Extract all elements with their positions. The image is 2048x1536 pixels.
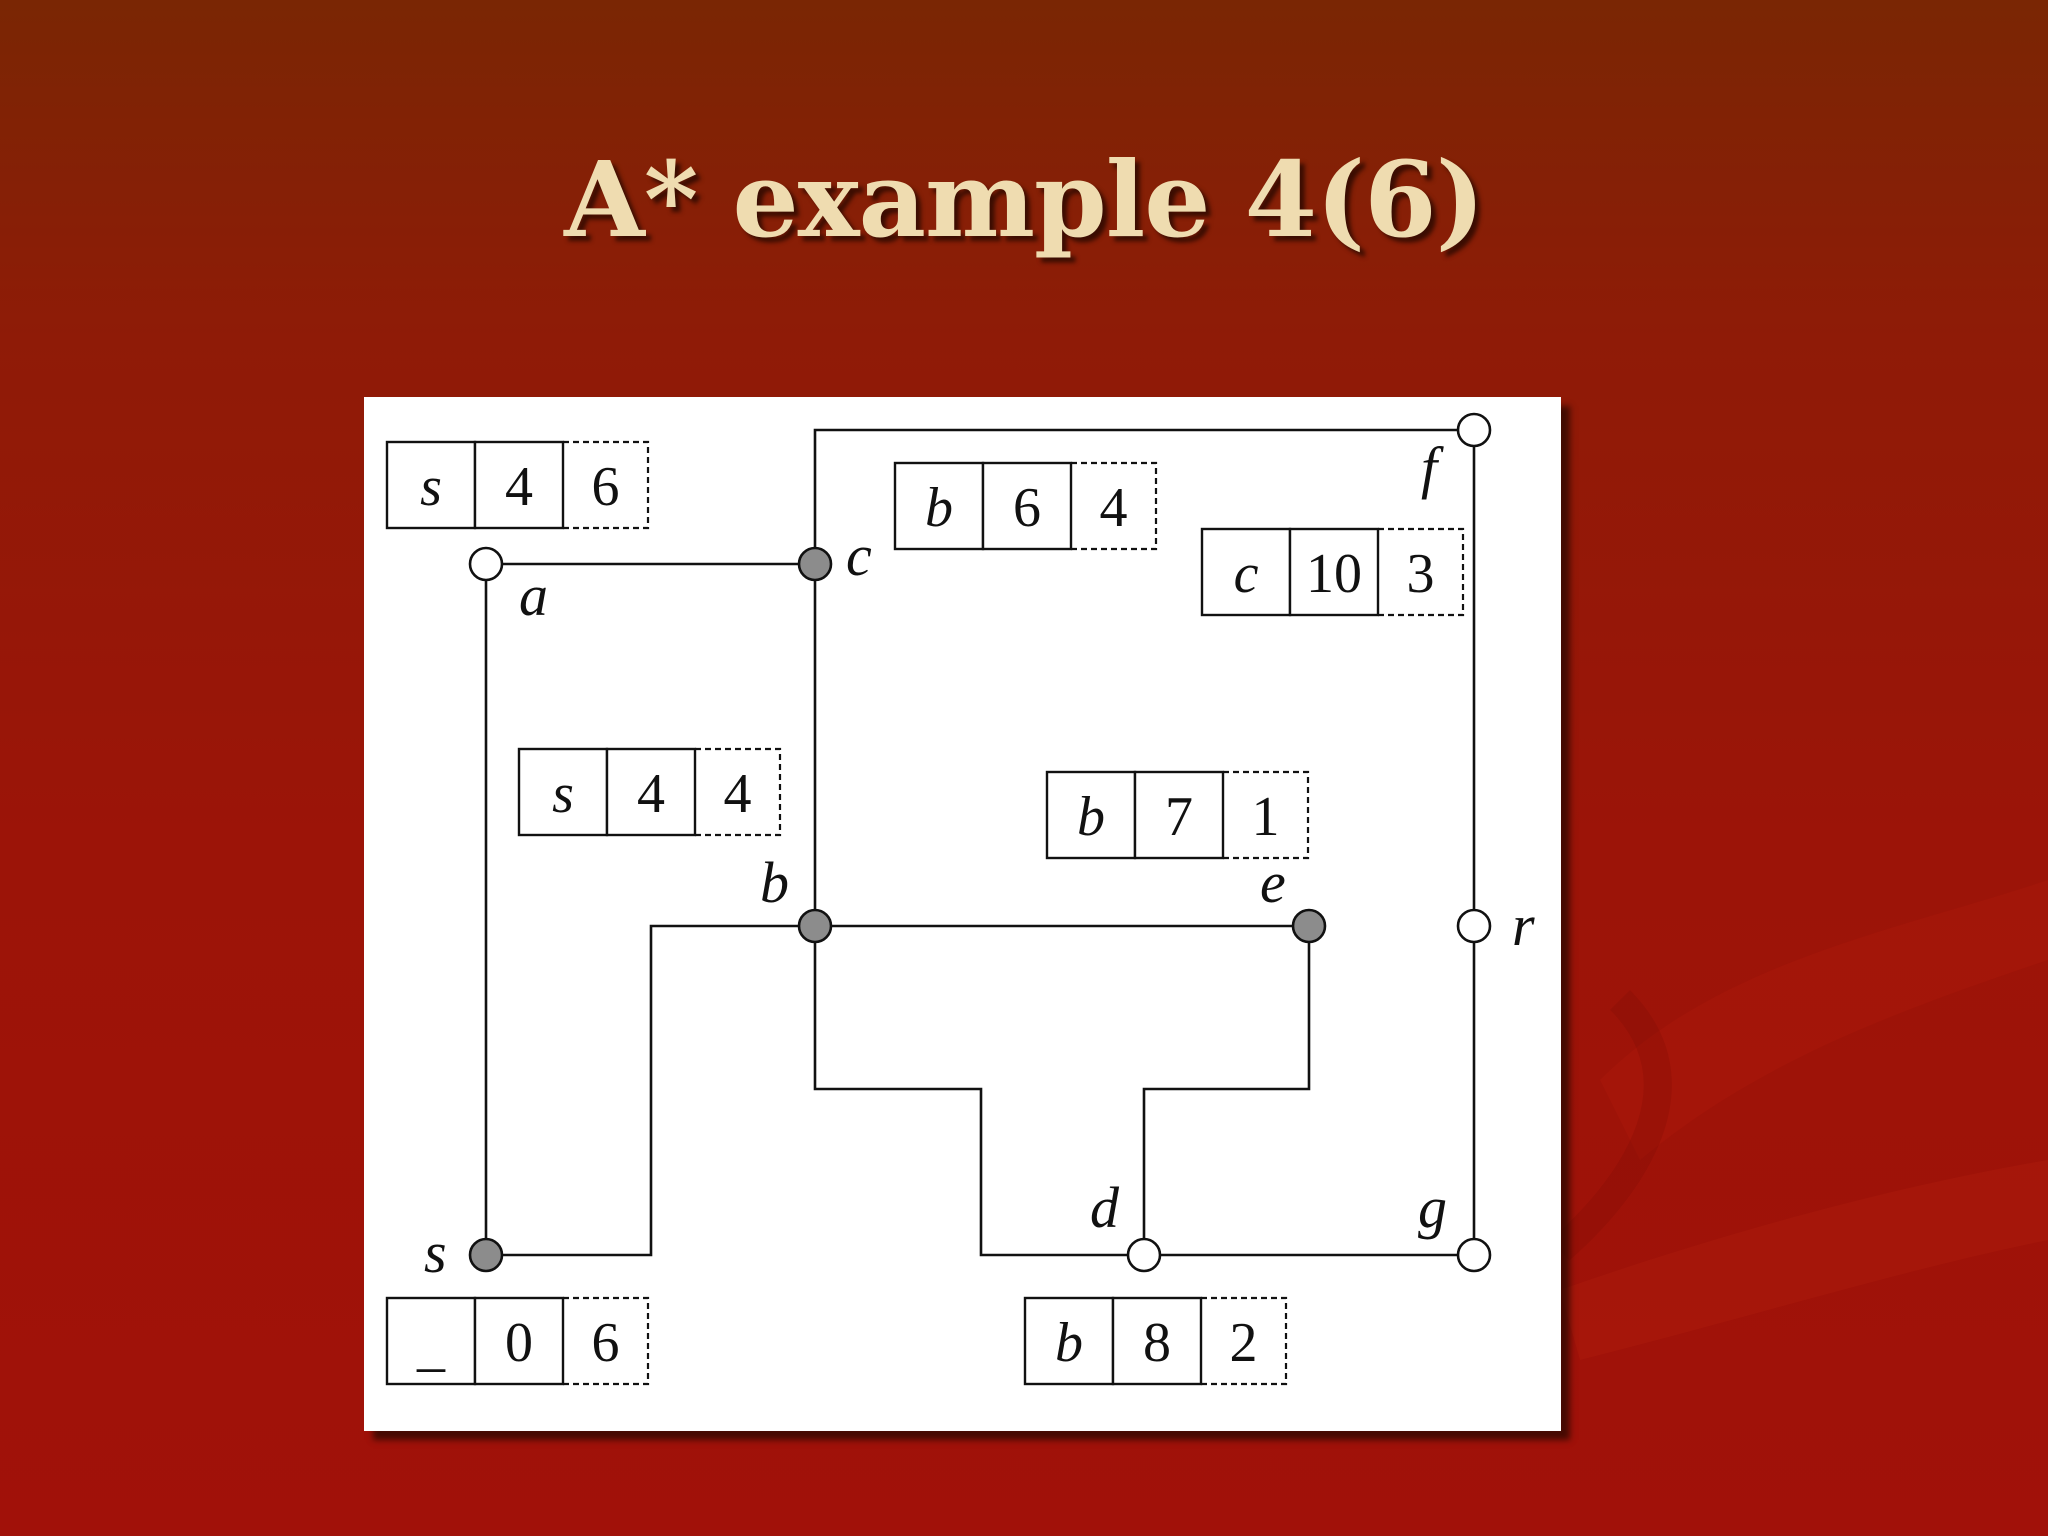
record-g-text: 4 <box>505 456 533 518</box>
edge-s-b <box>486 924 815 1257</box>
node-s <box>468 1237 504 1273</box>
node-label-g: g <box>1418 1175 1447 1240</box>
record-g-cell <box>981 461 1073 551</box>
node-e <box>1291 908 1327 944</box>
record-h-text: 2 <box>1230 1312 1258 1374</box>
slide-title: A* example 4(6) <box>564 138 1485 261</box>
record-g-text: 10 <box>1306 543 1362 605</box>
node-label-a: a <box>519 563 548 628</box>
record-h-cell <box>695 747 782 837</box>
record-h-cell <box>563 440 650 530</box>
node-c <box>797 546 833 582</box>
record-h-cell <box>1201 1296 1288 1386</box>
record-g-cell <box>1111 1296 1203 1386</box>
record-h-cell <box>1071 461 1158 551</box>
node-label-r: r <box>1512 893 1535 958</box>
node-b <box>797 908 833 944</box>
record-h-text: 4 <box>1100 477 1128 539</box>
graph-node-labels: s a c f b e r d g <box>424 435 1535 1285</box>
node-label-e: e <box>1260 850 1286 915</box>
record-h-text: 1 <box>1252 786 1280 848</box>
record-g-cell <box>1288 527 1380 617</box>
edge-e-d <box>1142 926 1311 1255</box>
record-parent-cell <box>385 1296 477 1386</box>
record-parent-cell <box>1023 1296 1115 1386</box>
record-parent-cell <box>893 461 985 551</box>
record-parent-text: s <box>420 456 442 518</box>
node-label-c: c <box>846 523 872 588</box>
graph-edges <box>484 428 1476 1257</box>
record-g-text: 4 <box>637 763 665 825</box>
record-h-text: 6 <box>592 1312 620 1374</box>
record-parent-text: b <box>1077 786 1105 848</box>
record-g-cell <box>473 1296 565 1386</box>
edge-b-d <box>813 926 1144 1257</box>
record-parent-text: _ <box>416 1316 446 1378</box>
record-g-text: 8 <box>1143 1312 1171 1374</box>
record-h-text: 3 <box>1407 543 1435 605</box>
record-h-cell <box>1223 770 1310 860</box>
node-label-f: f <box>1421 435 1444 500</box>
node-a <box>468 546 504 582</box>
record-h-text: 6 <box>592 456 620 518</box>
node-label-d: d <box>1090 1175 1120 1240</box>
record-parent-text: s <box>552 763 574 825</box>
record-parent-cell <box>1200 527 1292 617</box>
record-parent-text: b <box>925 477 953 539</box>
edge-c-f <box>813 428 1474 564</box>
record-g-text: 0 <box>505 1312 533 1374</box>
record-parent-text: b <box>1055 1312 1083 1374</box>
node-f <box>1456 412 1492 448</box>
record-g-cell <box>605 747 697 837</box>
node-g <box>1456 1237 1492 1273</box>
record-g-text: 7 <box>1165 786 1193 848</box>
record-h-cell <box>563 1296 650 1386</box>
record-parent-cell <box>1045 770 1137 860</box>
record-box-f: c 10 3 <box>1200 527 1465 617</box>
record-parent-text: c <box>1234 543 1259 605</box>
record-h-text: 4 <box>724 763 752 825</box>
node-d <box>1126 1237 1162 1273</box>
record-g-text: 6 <box>1013 477 1041 539</box>
node-label-s: s <box>424 1220 447 1285</box>
record-h-cell <box>1378 527 1465 617</box>
node-r <box>1456 908 1492 944</box>
graph-node-circles <box>468 412 1492 1273</box>
record-g-cell <box>473 440 565 530</box>
node-label-b: b <box>760 850 789 915</box>
record-g-cell <box>1133 770 1225 860</box>
